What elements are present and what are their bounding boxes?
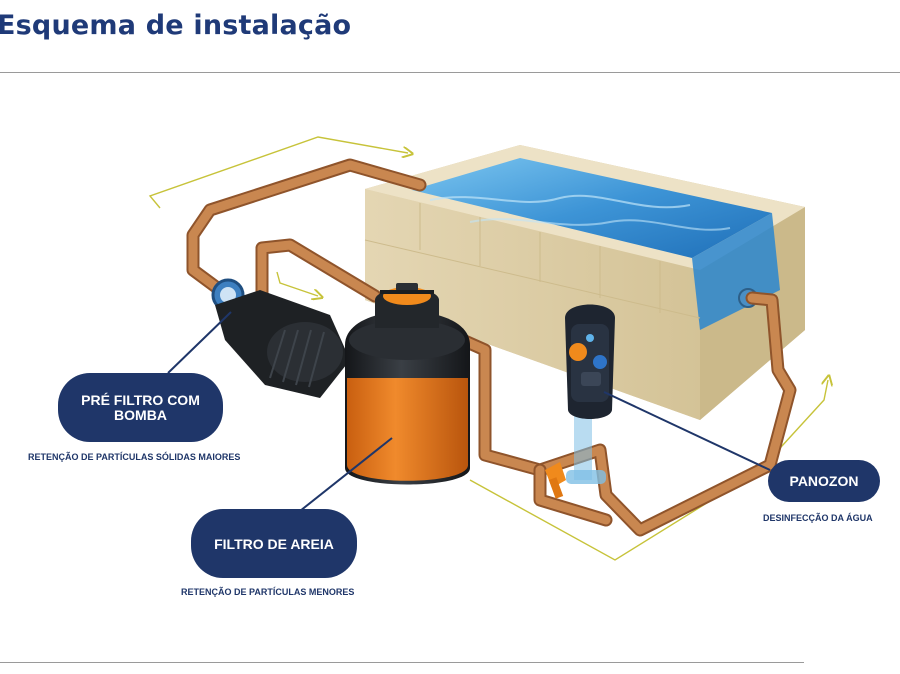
panozon-device-icon bbox=[565, 304, 615, 484]
pipework bbox=[186, 158, 797, 537]
filter-tank-icon bbox=[345, 283, 470, 485]
pre-filter-pump-callout: PRÉ FILTRO COM BOMBA bbox=[58, 373, 223, 442]
sand-filter-caption: RETENÇÃO DE PARTÍCULAS MENORES bbox=[181, 587, 355, 597]
callout-leader-lines bbox=[167, 311, 771, 512]
footer-divider bbox=[0, 662, 804, 663]
pump-motor-icon bbox=[211, 278, 350, 398]
pre-filter-pump-caption: RETENÇÃO DE PARTÍCULAS SÓLIDAS MAIORES bbox=[28, 452, 241, 462]
panozon-label: PANOZON bbox=[789, 473, 859, 489]
pre-filter-pump-label: PRÉ FILTRO COM BOMBA bbox=[81, 391, 200, 423]
panozon-caption: DESINFECÇÃO DA ÁGUA bbox=[763, 513, 873, 523]
header-divider bbox=[0, 72, 900, 73]
valve-handle-icon bbox=[545, 462, 566, 499]
sand-filter-callout: FILTRO DE AREIA bbox=[191, 509, 357, 578]
page-title: Esquema de instalação bbox=[0, 10, 352, 41]
panozon-callout: PANOZON bbox=[768, 460, 880, 502]
sand-filter-label: FILTRO DE AREIA bbox=[214, 535, 334, 552]
